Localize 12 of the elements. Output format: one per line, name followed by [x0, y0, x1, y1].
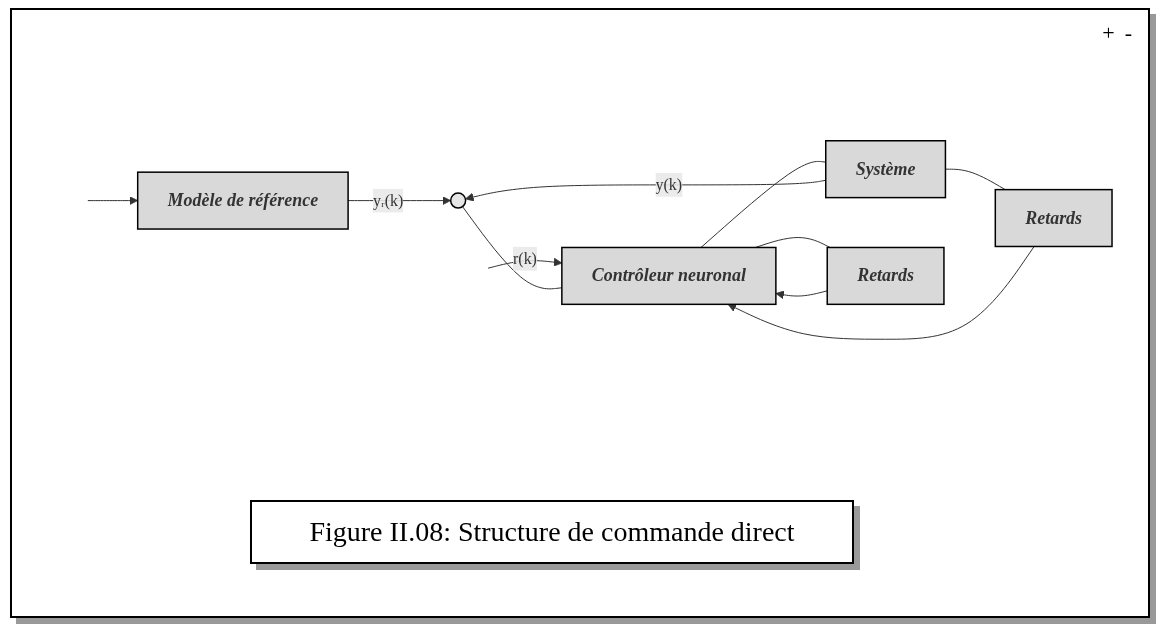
edge-label: yᵣ(k) — [373, 191, 404, 209]
sign-label: - — [1124, 20, 1132, 45]
node-circle — [449, 192, 467, 209]
edge-label: r(k) — [513, 249, 537, 267]
node-box: Retards — [826, 246, 945, 306]
figure-caption: Figure II.08: Structure de commande direct — [309, 516, 795, 547]
edge-label: y(k) — [655, 175, 683, 193]
sign-label: + — [1102, 20, 1115, 45]
node-box: Contrôleur neuronal — [561, 246, 777, 306]
node-box: Système — [825, 140, 947, 199]
node-box: Retards — [994, 188, 1113, 248]
node-box: Modèle de référence — [136, 171, 349, 230]
